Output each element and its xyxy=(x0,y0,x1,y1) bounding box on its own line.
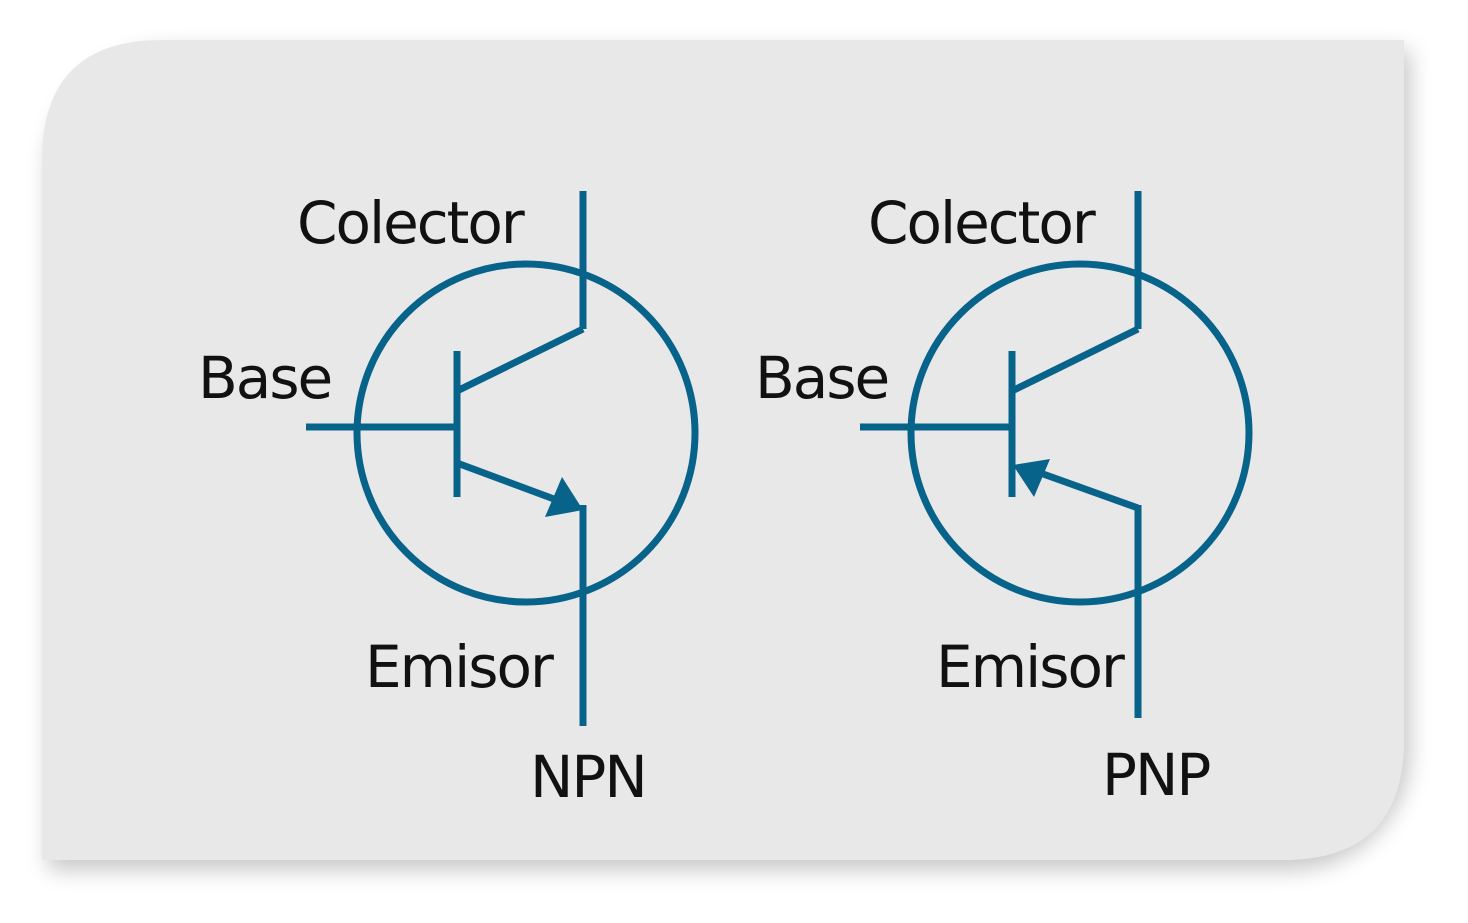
pnp-emitter-arrow-icon xyxy=(1013,459,1050,497)
npn-emitter-label: Emisor xyxy=(365,633,554,701)
pnp-collector-label: Colector xyxy=(868,189,1096,257)
pnp-transistor: Colector Base Emisor PNP xyxy=(755,189,1253,809)
pnp-envelope-circle xyxy=(907,260,1253,606)
pnp-emitter-diagonal xyxy=(1030,466,1140,512)
npn-collector-label: Colector xyxy=(297,189,525,257)
npn-emitter-arrow-icon xyxy=(545,477,583,517)
npn-emitter-diagonal xyxy=(455,459,564,506)
npn-base-label: Base xyxy=(198,344,331,412)
npn-type-label: NPN xyxy=(530,743,646,811)
pnp-base-label: Base xyxy=(755,344,888,412)
pnp-type-label: PNP xyxy=(1102,741,1209,809)
pnp-collector-diagonal xyxy=(1010,325,1140,395)
card-background xyxy=(42,40,1404,860)
pnp-emitter-label: Emisor xyxy=(936,633,1125,701)
npn-collector-diagonal xyxy=(455,325,585,395)
npn-envelope-circle xyxy=(353,260,699,606)
npn-transistor: Colector Base Emisor NPN xyxy=(198,189,699,811)
